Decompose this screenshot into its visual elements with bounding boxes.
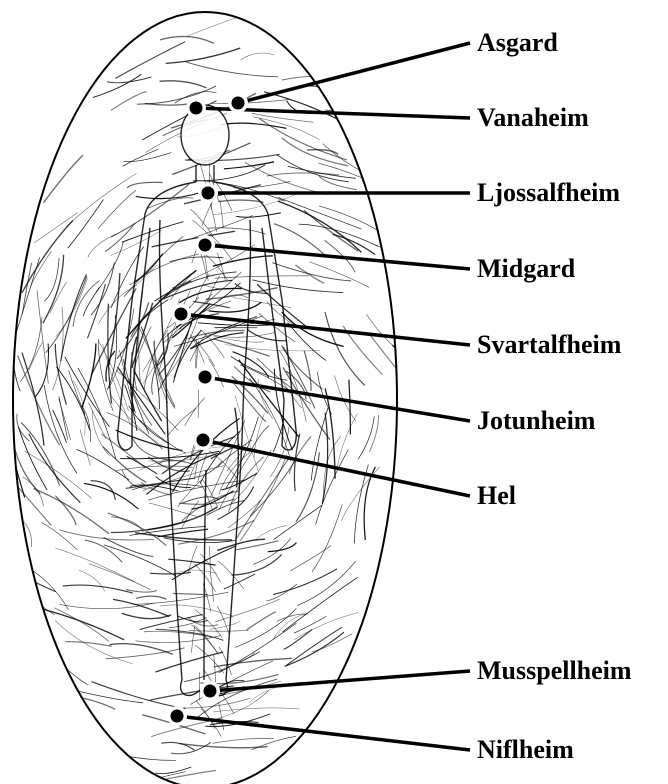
- point-midgard: [199, 239, 212, 252]
- label-vanaheim: Vanaheim: [477, 105, 589, 131]
- point-jotunheim: [199, 371, 212, 384]
- point-ljossalfheim: [202, 187, 215, 200]
- point-svartalfheim: [175, 308, 188, 321]
- point-vanaheim: [190, 102, 203, 115]
- label-ljossalfheim: Ljossalfheim: [477, 180, 620, 206]
- point-hel: [197, 434, 210, 447]
- label-midgard: Midgard: [477, 256, 575, 282]
- label-niflheim: Niflheim: [477, 737, 574, 763]
- label-jotunheim: Jotunheim: [477, 408, 595, 434]
- point-asgard: [232, 97, 245, 110]
- label-hel: Hel: [477, 483, 516, 509]
- label-musspellheim: Musspellheim: [477, 658, 632, 684]
- point-niflheim: [171, 710, 184, 723]
- point-musspellheim: [204, 685, 217, 698]
- aura-stroke: [121, 773, 152, 778]
- label-svartalfheim: Svartalfheim: [477, 332, 621, 358]
- label-asgard: Asgard: [477, 30, 558, 56]
